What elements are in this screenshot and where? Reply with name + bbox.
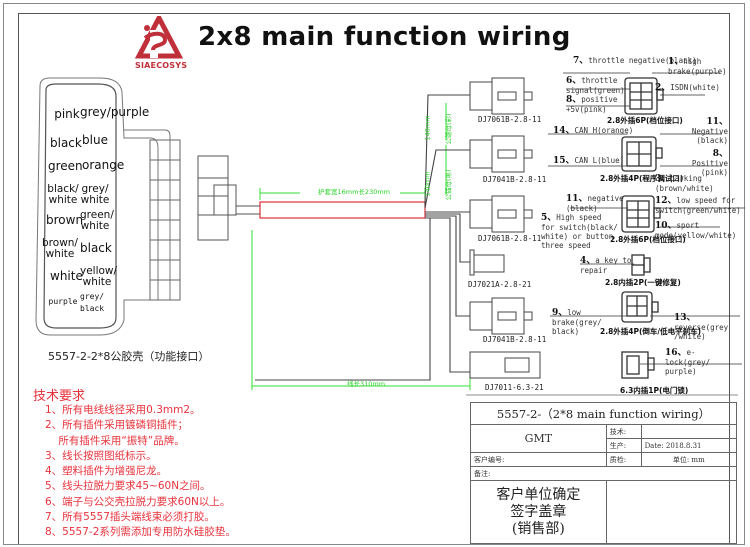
- pin-callout: 5、High speed for switch(black/ white) or…: [541, 213, 618, 250]
- pin-callout: 7、throttle negative(black): [573, 56, 697, 66]
- pin-callout: 12、low speed for switch(green/white): [655, 196, 741, 215]
- pin-label: purple: [48, 297, 78, 306]
- length-top: 140mm: [423, 115, 432, 141]
- total-length: 线长310mm: [347, 380, 386, 388]
- requirement-item: 1、所有电线线径采用0.3mm2。: [45, 404, 201, 416]
- pin-callout: 16、e-lock(grey/ purple): [665, 348, 711, 376]
- connector-caption: 2.8外插6P(档位接口): [607, 116, 683, 125]
- pin-callout: 9、low brake(grey/ black): [552, 308, 602, 336]
- label-top: 公端母(彩): [444, 113, 453, 145]
- requirement-item: 5、线头拉脱力要求45~60N之间。: [45, 480, 211, 493]
- pin-callout: 2、ISDN(white): [655, 83, 720, 93]
- production-field: 生产:: [605, 438, 642, 453]
- connector-caption: 6.3内插1P(电门锁): [620, 386, 689, 395]
- pin-callout: 14、CAN H(orange): [553, 126, 634, 136]
- pin-label: grey/ white: [80, 183, 110, 206]
- requirement-item: 2、所有插件采用镀磷铜插件；: [45, 419, 189, 432]
- pin-label: grey/ black: [80, 292, 105, 313]
- requirement-item: 7、所有5557插头端线束必须打胶。: [45, 511, 215, 524]
- pin-callout: 11、Negative (black): [691, 117, 728, 146]
- pin-callout: 8、positive +5v(pink): [566, 95, 618, 114]
- pin-label: orange: [82, 158, 125, 172]
- requirement-item: 所有插件采用“振特”品牌。: [45, 434, 185, 447]
- requirements-title: 技术要求: [33, 389, 86, 404]
- qc-field: 质检:: [605, 452, 642, 467]
- label-mid: 公插母(黑): [444, 169, 453, 201]
- connector-caption: 2.8外插4P(倒车/低电平刹车): [600, 327, 702, 336]
- pin-callout: 1、high brake(purple): [668, 57, 727, 76]
- pin-label: yellow/ white: [80, 265, 118, 288]
- pin-callout: 8、Positive (pink): [691, 149, 728, 178]
- date-field: Date: 2018.8.31: [640, 438, 738, 453]
- length-mid: 140mm: [423, 171, 432, 197]
- page-title: 2x8 main function wiring: [198, 22, 571, 52]
- main-connector-caption: 5557-2-2*8公胶壳（功能接口）: [48, 350, 210, 363]
- requirement-item: 8、5557-2系列需添加专用防水硅胶垫。: [45, 526, 236, 539]
- requirement-item: 6、端子与公交壳拉脱力要求60N以上。: [45, 495, 231, 508]
- drawing-border: [18, 13, 730, 544]
- customer-no-field: 客户编号:: [470, 452, 607, 467]
- terminal-label: DJ7061B-2.8-11: [478, 234, 542, 243]
- terminal-label: DJ7061B-2.8-11: [478, 115, 542, 124]
- pin-callout: 13、reverse(grey /white): [674, 313, 729, 342]
- terminal-label: DJ7041B-2.8-11: [483, 335, 547, 344]
- pin-label: black: [80, 241, 112, 255]
- empty-cell: [640, 424, 738, 439]
- drawing-title: 5557-2-（2*8 main function wiring）: [470, 402, 737, 425]
- pin-label: pink: [54, 107, 80, 121]
- requirements-list: 1、所有电线线径采用0.3mm2。 2、所有插件采用镀磷铜插件； 所有插件采用“…: [45, 403, 236, 541]
- stamp-line: 签字盖章: [510, 503, 567, 520]
- remarks-field: 备注:: [470, 466, 737, 481]
- pin-label: green/ white: [80, 209, 114, 232]
- terminal-label: DJ7011-6.3-21: [485, 383, 544, 392]
- customer-stamp: 客户单位确定 签字盖章 (销售部): [470, 480, 607, 544]
- terminal-label: DJ7021A-2.8-21: [468, 280, 532, 289]
- connector-caption: 2.8外插4P(程序调试口): [600, 174, 684, 183]
- siaecosys-logo-icon: [135, 16, 183, 59]
- pin-label: white: [50, 269, 83, 283]
- signature-area: [605, 480, 738, 544]
- pin-callout: 3、parking (brown/white): [655, 174, 714, 193]
- pin-label: green: [48, 159, 83, 173]
- pin-label: grey/purple: [80, 105, 150, 119]
- pin-label: brown/ white: [42, 237, 78, 260]
- company-name: GMT: [470, 424, 607, 453]
- terminal-label: DJ7041B-2.8-11: [483, 175, 547, 184]
- title-block: 5557-2-（2*8 main function wiring） GMT 技术…: [470, 402, 738, 544]
- unit-field: 单位: mm: [640, 452, 738, 467]
- sleeve-dimension: 护套宽16mm长230mm: [318, 188, 391, 196]
- pin-callout: 15、CAN L(blue): [553, 156, 625, 166]
- pin-callout: 10、sport mode(yellow/white): [655, 221, 737, 240]
- requirement-item: 3、线长按照图纸标示。: [45, 449, 157, 462]
- tech-field: 技术:: [605, 424, 642, 439]
- pin-label: brown: [46, 213, 84, 227]
- pin-label: black: [50, 136, 82, 150]
- pin-label: black/ white: [47, 183, 79, 206]
- pin-callout: 4、a key to repair: [580, 256, 632, 275]
- pin-callout: 6、throttle signal(green): [566, 76, 625, 95]
- brand-name: SIAECOSYS: [135, 61, 188, 70]
- outer-frame: [3, 3, 745, 545]
- requirement-item: 4、塑料插件为增强尼龙。: [45, 465, 168, 478]
- connector-caption: 2.8外插6P(档位接口): [610, 235, 686, 244]
- pin-callout: 11、negative (black): [566, 194, 624, 213]
- stamp-line: (销售部): [511, 520, 565, 537]
- stamp-line: 客户单位确定: [496, 486, 581, 503]
- connector-caption: 2.8内插2P(一键修复): [605, 278, 681, 287]
- pin-label: blue: [82, 133, 108, 147]
